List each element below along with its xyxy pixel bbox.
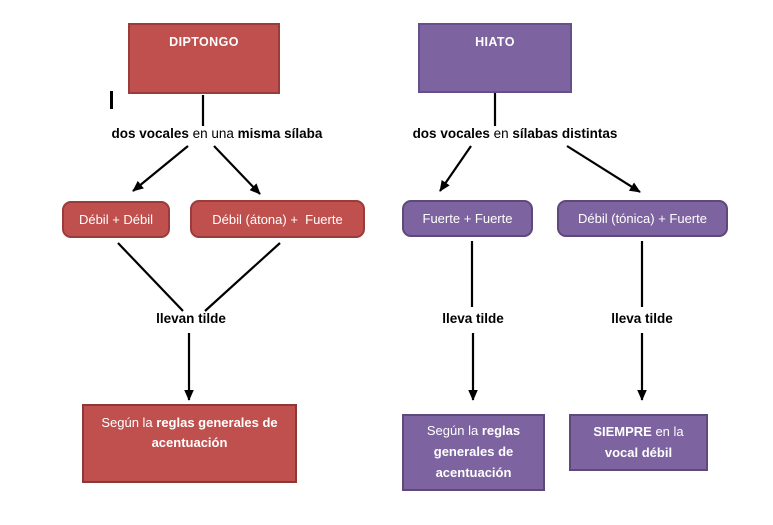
diptongo-converge-left [117, 242, 184, 312]
hiato-condition-text: dos vocales en sílabas distintas [400, 126, 630, 141]
diptongo-arrow-right [213, 145, 261, 195]
hiato-title: HIATO [475, 35, 515, 49]
hiato-arrow-left [439, 145, 472, 192]
node-debil-atona-fuerte-label: Débil (átona) + Fuerte [212, 211, 343, 227]
hiato-result-b-normal: en la [651, 423, 684, 439]
hiato-result-a-normal: Según la [426, 423, 482, 439]
hiato-condition-bold2: sílabas distintas [512, 126, 618, 141]
diptongo-converge-right [204, 242, 281, 312]
diptongo-result-normal: Según la [101, 415, 157, 430]
diptongo-tilde-label: llevan tilde [131, 311, 251, 326]
diptongo-title-box: DIPTONGO [128, 23, 280, 94]
diptongo-arrow-left [132, 145, 189, 192]
node-fuerte-fuerte: Fuerte + Fuerte [402, 200, 533, 237]
node-debil-debil: Débil + Débil [62, 201, 170, 238]
hiato-result-box-b: SIEMPRE en la vocal débil [569, 414, 708, 471]
diptongo-tilde-text: llevan tilde [156, 311, 226, 326]
hiato-tilde-text-a: lleva tilde [442, 311, 504, 326]
hiato-title-box: HIATO [418, 23, 572, 93]
node-debil-atona-fuerte: Débil (átona) + Fuerte [190, 200, 365, 238]
diptongo-condition-bold2: misma sílaba [237, 126, 323, 141]
hiato-result-box-a: Según la reglas generales de acentuación [402, 414, 545, 491]
hiato-condition-normal: en [489, 126, 513, 141]
hiato-tilde-label-b: lleva tilde [582, 311, 702, 326]
node-fuerte-fuerte-label: Fuerte + Fuerte [422, 211, 513, 226]
hiato-result-b-bold1: SIEMPRE [593, 423, 652, 439]
hiato-tilde-text-b: lleva tilde [611, 311, 673, 326]
diptongo-title: DIPTONGO [169, 35, 239, 49]
cursor-artifact-mark [110, 91, 113, 109]
hiato-result-a-bold: reglas generales de acentuación [433, 423, 521, 480]
diptongo-result-box: Según la reglas generales de acentuación [82, 404, 297, 483]
hiato-result-b-bold2: vocal débil [604, 444, 673, 460]
hiato-tilde-label-a: lleva tilde [413, 311, 533, 326]
hiato-condition-bold1: dos vocales [412, 126, 490, 141]
node-debil-debil-label: Débil + Débil [78, 212, 154, 227]
diptongo-condition-text: dos vocales en una misma sílaba [102, 126, 332, 141]
diptongo-condition-bold1: dos vocales [111, 126, 189, 141]
node-debil-tonica-fuerte: Débil (tónica) + Fuerte [557, 200, 728, 237]
hiato-arrow-right [566, 145, 641, 193]
node-debil-tonica-fuerte-label: Débil (tónica) + Fuerte [578, 211, 707, 226]
diptongo-result-bold: reglas generales de acentuación [151, 415, 278, 451]
diptongo-condition-normal: en una [188, 126, 238, 141]
